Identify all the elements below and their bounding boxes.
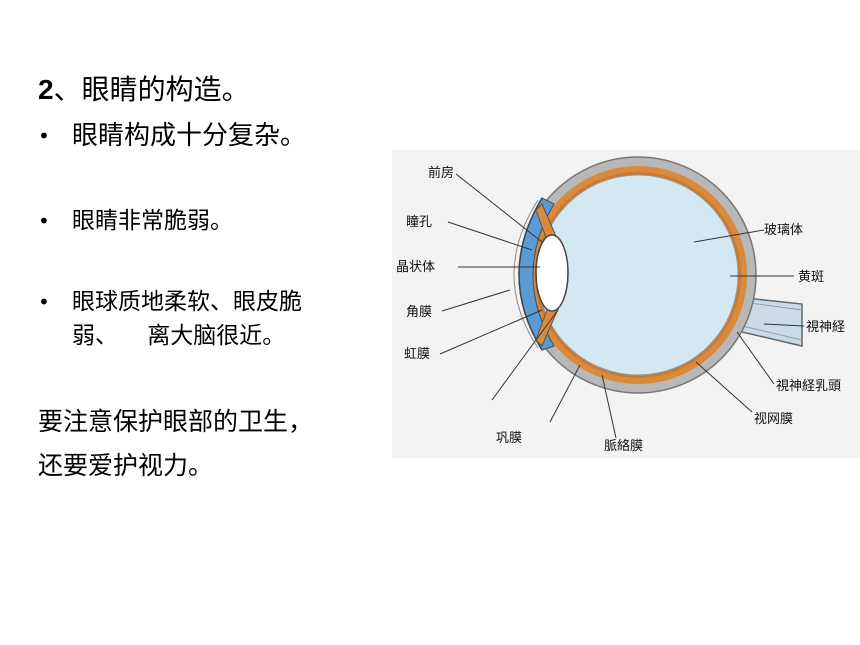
label-anterior-chamber: 前房 (428, 165, 454, 181)
heading-text: 、眼睛的构造。 (53, 73, 250, 106)
bullet-text: 眼睛非常脆弱。 (72, 208, 233, 234)
label-iris: 虹膜 (404, 347, 430, 362)
note-line: 要注意保护眼部的卫生， (38, 407, 314, 436)
lens-shape (535, 234, 569, 312)
label-optic-disc: 視神経乳頭 (776, 379, 841, 394)
label-vitreous: 玻璃体 (764, 223, 803, 238)
label-choroid: 脈絡膜 (604, 438, 643, 454)
bullet-text-line: 眼球质地柔软、眼皮脆 (72, 289, 302, 315)
bullet-marker: • (38, 209, 50, 233)
eye-diagram-svg: 前房 瞳孔 晶状体 角膜 虹膜 巩膜 脈絡膜 玻璃体 黄斑 視神経 視神経乳頭 … (392, 150, 860, 458)
note-text: 要注意保护眼部的卫生， 还要爱护视力。 (38, 400, 313, 488)
eye-diagram: 前房 瞳孔 晶状体 角膜 虹膜 巩膜 脈絡膜 玻璃体 黄斑 視神経 視神経乳頭 … (392, 150, 860, 458)
label-optic-nerve: 視神経 (806, 320, 845, 335)
label-retina: 视网膜 (754, 412, 793, 427)
bullet-text: 眼睛构成十分复杂。 (72, 121, 307, 151)
bullet-marker: • (38, 290, 50, 314)
label-sclera: 巩膜 (496, 431, 522, 446)
label-macula: 黄斑 (798, 270, 824, 285)
heading-number: 2 (38, 74, 54, 105)
leader-lines (439, 173, 805, 439)
label-cornea: 角膜 (406, 305, 432, 320)
note-line: 还要爱护视力。 (38, 451, 214, 480)
bullet-text: 眼球质地柔软、眼皮脆 弱、 离大脑很近。 (72, 285, 302, 353)
cornea-outline (518, 197, 543, 351)
label-pupil: 瞳孔 (406, 215, 432, 230)
cornea-outer-line (513, 199, 539, 349)
bullet-marker: • (38, 124, 50, 148)
section-heading: 2、眼睛的构造。 (38, 70, 250, 110)
label-lens: 晶状体 (396, 260, 435, 275)
bullet-text-line: 弱、 离大脑很近。 (72, 323, 286, 349)
